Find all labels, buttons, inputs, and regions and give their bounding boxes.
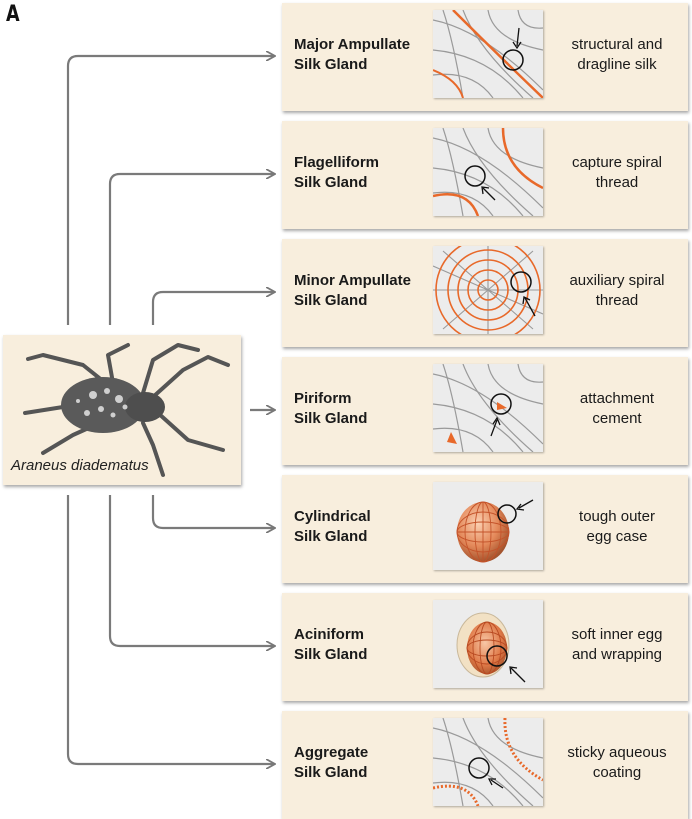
- connector-major-ampullate: [68, 56, 274, 325]
- web-corner-thumbnail: [433, 10, 543, 98]
- web-corner-thumbnail: [433, 364, 543, 452]
- connector-aciniform: [110, 495, 274, 646]
- egg-case-thumbnail: [433, 482, 543, 570]
- connector-flagelliform: [110, 174, 274, 325]
- species-label: Araneus diadematus: [11, 457, 149, 474]
- web-corner-thumbnail: [433, 718, 543, 806]
- egg-case-thumbnail: [433, 600, 543, 688]
- web-corner-thumbnail: [433, 128, 543, 216]
- spider-panel: Araneus diadematus: [3, 335, 241, 485]
- connector-aggregate: [68, 495, 274, 764]
- connector-cylindrical: [153, 495, 274, 528]
- connector-minor-ampullate: [153, 292, 274, 325]
- orb-web-thumbnail: [433, 246, 543, 334]
